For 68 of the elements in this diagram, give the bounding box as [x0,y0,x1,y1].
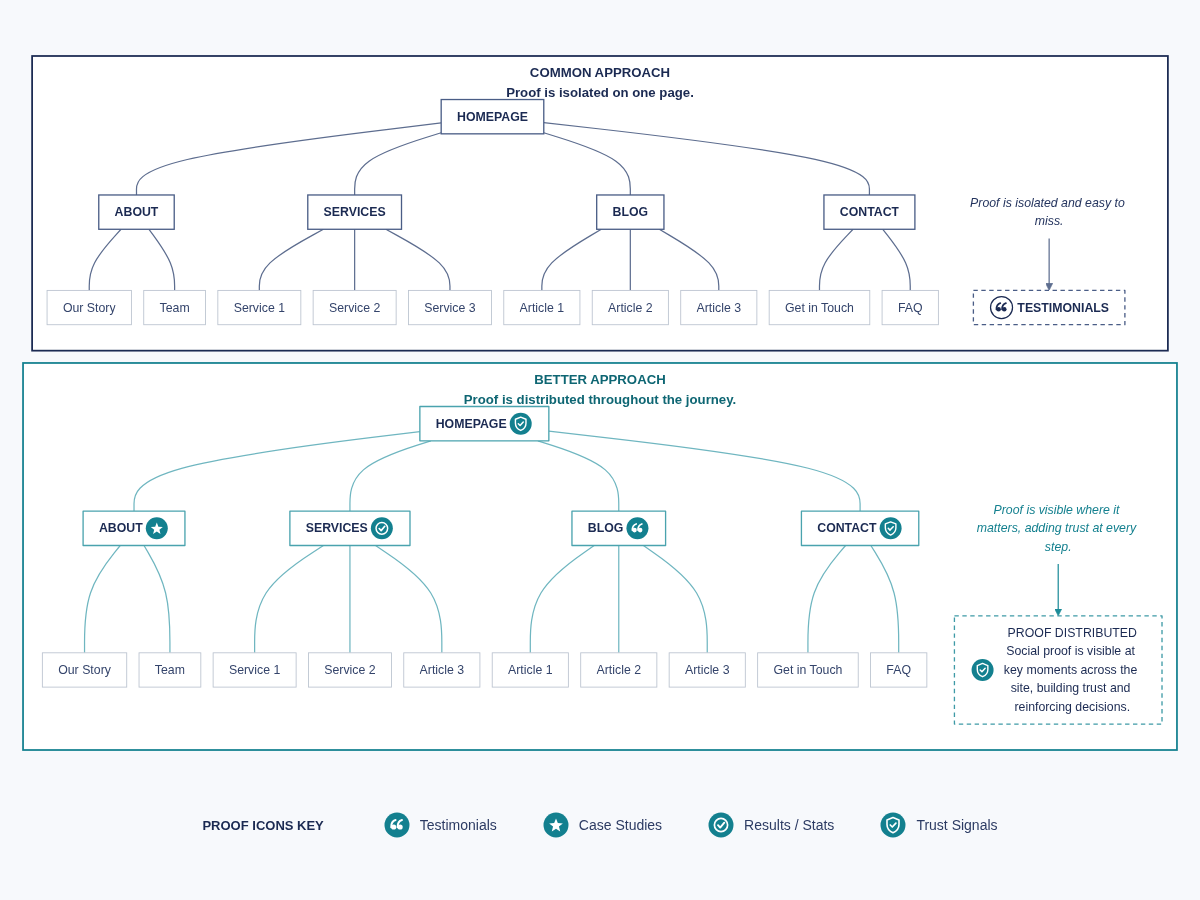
connector [543,132,631,196]
node-box: Get in Touch [768,289,871,326]
connector [374,544,443,654]
connector [385,228,451,292]
node-box: Service 2 [308,652,392,688]
node-box: Article 3 [680,289,758,326]
node-text: Proof is visible where it matters, adding trust at every step. [976,502,1137,554]
connector [349,544,351,654]
connector [254,544,324,654]
connector [354,132,442,196]
connector [543,121,871,196]
connector [83,544,121,654]
node-box: ABOUT [98,194,175,230]
node-box: Service 2 [312,289,397,326]
arrow [1045,237,1053,291]
connector [541,228,602,292]
node-box: Our Story [41,652,128,688]
node-box: Service 3 [408,289,492,326]
node-box: Article 2 [580,652,658,688]
node-box: HOMEPAGE [419,405,550,442]
node-box: Article 3 [403,652,481,688]
connector [882,228,911,292]
connector [349,440,432,512]
node-box: HOMEPAGE [440,98,545,135]
connector [870,544,900,654]
legend-label: Case Studies [578,817,663,833]
connector [642,544,708,654]
legend-label: Testimonials [419,817,497,833]
connector [258,228,325,292]
node-box: FAQ [881,289,939,326]
connector [618,544,620,654]
node-box: SERVICES [307,194,403,230]
node-box: ABOUT [82,510,186,547]
node-box: Service 1 [217,289,302,326]
connector [818,228,854,292]
legend-heading: PROOF ICONS KEY [202,817,324,833]
node-box: Our Story [46,289,132,326]
connector [354,228,356,292]
node-text: Proof is isolated and easy to miss. [970,195,1125,228]
node-box: Service 1 [212,652,297,688]
node-box: TESTIMONIALS [972,289,1126,326]
node-box: CONTACT [823,194,916,230]
connector [148,228,176,292]
legend-label: Trust Signals [916,817,998,833]
node-box: Article 1 [491,652,569,688]
node-box: Get in Touch [757,652,859,688]
connector [537,440,620,512]
node-box: BLOG [571,510,667,547]
arrow [1054,563,1063,617]
connector [135,122,442,196]
connector [88,228,122,292]
node-box: Article 2 [591,289,669,326]
node-box: Team [138,652,202,688]
connector [529,544,595,654]
node-box: PROOF DISTRIBUTED Social proof is visible at key moments across the site, building trust and reinforcing decisions. [953,615,1163,725]
node-box: Article 1 [503,289,581,326]
node-box: SERVICES [289,510,411,547]
node-box: CONTACT [800,510,920,547]
connector [658,228,720,292]
connector [548,430,861,512]
connector [629,228,631,292]
connector [143,544,171,654]
legend-label: Results / Stats [744,817,835,833]
node-box: Article 3 [668,652,746,688]
connector [807,544,847,654]
node-box: FAQ [870,652,928,688]
node-box: Team [143,289,206,326]
node-box: BLOG [596,194,665,230]
